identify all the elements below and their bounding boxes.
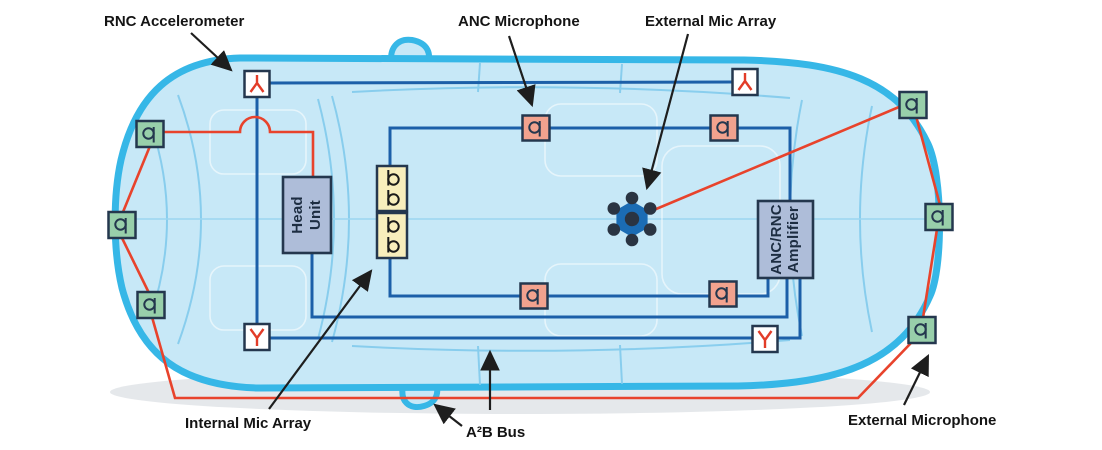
external-mic-array-cluster xyxy=(607,191,657,247)
mic-icon xyxy=(526,289,539,305)
amplifier-box: ANC/RNC Amplifier xyxy=(756,199,815,280)
red-wire-bottom xyxy=(150,316,912,400)
arrow-internal-mic-array xyxy=(268,269,373,410)
mic-icon xyxy=(387,170,400,206)
red-wire-right-1 xyxy=(921,228,939,319)
head-unit-label-line1: Head xyxy=(289,196,306,233)
label-external-mic-array: External Mic Array xyxy=(645,13,777,30)
rnc-accelerometer-top-right xyxy=(731,67,759,97)
anc-microphone-bottom-1 xyxy=(519,282,549,310)
internal-mic-array-box-2 xyxy=(375,211,409,260)
arrow-external-mic-array xyxy=(642,33,690,191)
label-a2b-bus: A²B Bus xyxy=(466,424,525,441)
anc-microphone-top-1 xyxy=(521,114,551,142)
internal-mic-array-box-1 xyxy=(375,164,409,213)
arrow-rnc-accelerometer xyxy=(190,32,233,72)
rnc-accelerometer-top-left xyxy=(243,69,271,99)
bus-headunit-to-amp xyxy=(310,252,789,319)
accelerometer-icon xyxy=(737,73,753,91)
label-anc-microphone: ANC Microphone xyxy=(458,13,580,30)
mic-icon xyxy=(387,217,400,253)
mic-icon xyxy=(142,127,155,143)
external-microphone-left-1 xyxy=(135,119,165,149)
red-wire-to-head-unit xyxy=(163,115,315,176)
amplifier-label-line2: Amplifier xyxy=(785,206,802,273)
mic-icon xyxy=(114,218,127,234)
external-microphone-left-2 xyxy=(107,210,137,240)
red-wire-to-mic-array xyxy=(648,105,900,214)
mic-icon xyxy=(905,98,918,114)
label-external-microphone: External Microphone xyxy=(848,412,996,429)
amplifier-label-line1: ANC/RNC xyxy=(768,204,785,275)
external-microphone-right-2 xyxy=(924,202,954,232)
mic-icon xyxy=(914,323,927,339)
mic-icon xyxy=(143,298,156,314)
arrow-anc-microphone xyxy=(507,35,536,108)
red-wire-left-2 xyxy=(120,237,151,294)
arrow-a2b-bus-to-red-line xyxy=(433,403,463,427)
mic-icon xyxy=(931,210,944,226)
accelerometer-icon xyxy=(249,328,265,346)
external-mic-wiring xyxy=(120,105,942,400)
bus-top-accel-line xyxy=(268,80,734,85)
head-unit-label-line2: Unit xyxy=(307,200,324,230)
mic-array-dots xyxy=(607,191,657,247)
accelerometer-icon xyxy=(249,75,265,93)
mic-icon xyxy=(716,121,729,137)
label-internal-mic-array: Internal Mic Array xyxy=(185,415,312,432)
rnc-accelerometer-bottom-right xyxy=(751,324,779,354)
car-illustration xyxy=(111,36,943,410)
external-microphone-right-1 xyxy=(898,90,928,120)
mic-icon xyxy=(715,287,728,303)
red-wire-right-2 xyxy=(914,115,942,206)
bus-accel-to-amp xyxy=(777,279,802,340)
red-wire-left-1 xyxy=(121,145,152,213)
anc-microphone-bottom-2 xyxy=(708,280,738,308)
arrow-external-microphone xyxy=(903,354,929,406)
mic-icon xyxy=(528,121,541,137)
callout-arrows xyxy=(190,32,929,427)
head-unit-box: Head Unit xyxy=(281,175,333,255)
anc-microphone-top-2 xyxy=(709,114,739,142)
external-microphone-left-3 xyxy=(136,290,166,320)
accelerometer-icon xyxy=(757,330,773,348)
rnc-accelerometer-bottom-left xyxy=(243,322,271,352)
label-rnc-accelerometer: RNC Accelerometer xyxy=(104,13,244,30)
external-microphone-right-3 xyxy=(907,315,937,345)
